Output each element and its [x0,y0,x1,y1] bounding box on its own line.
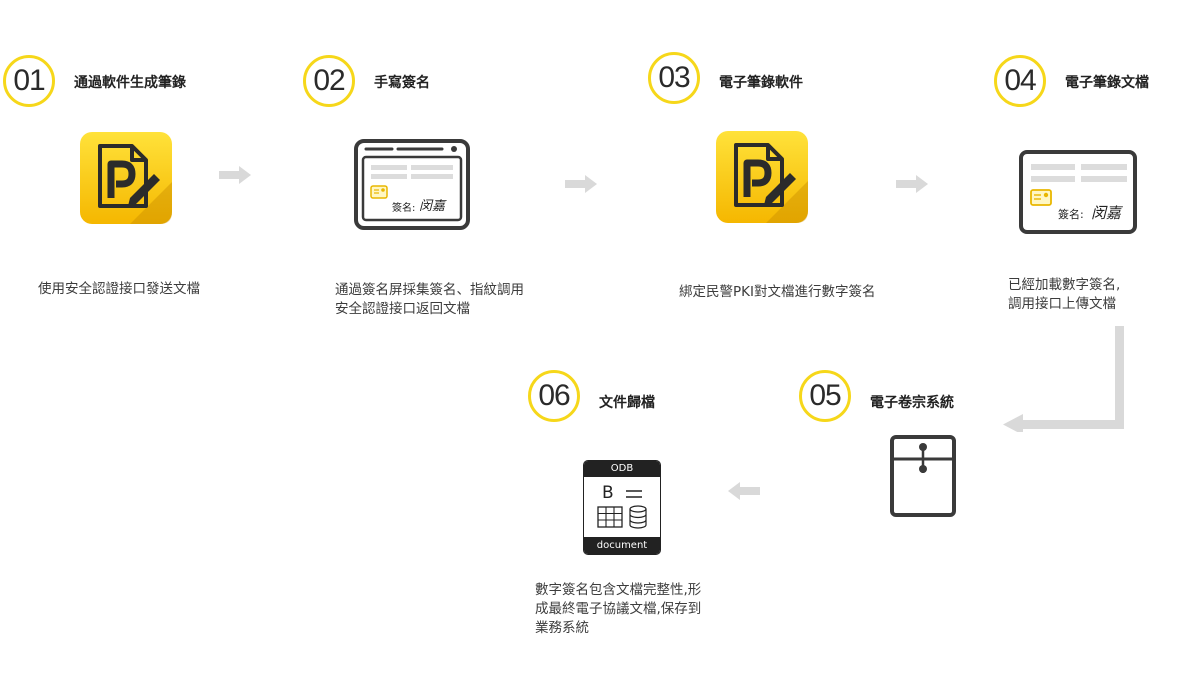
step-04-signature-label: 簽名: [1058,208,1084,221]
arrow-left-icon [728,482,760,500]
database-icon [629,505,647,529]
connector-arrow-icon [1003,326,1124,432]
signature-tablet-icon [354,139,470,230]
odb-letter: B [602,483,614,503]
step-06-description: 數字簽名包含文檔完整性,形 成最終電子協議文檔,保存到 業務系統 [535,582,702,636]
pen-document-app-icon [716,131,808,223]
step-05-title: 電子卷宗系統 [870,395,954,411]
step-03-title: 電子筆錄軟件 [719,75,803,91]
step-04-description: 已經加載數字簽名, 調用接口上傳文檔 [1008,277,1121,312]
step-05-number: 05 [799,370,851,422]
step-04-signature: 闵嘉 [1091,204,1122,222]
step-01-number: 01 [3,55,55,107]
step-02-description: 通過簽名屏採集簽名、指紋調用 安全認證接口返回文檔 [335,282,524,317]
step-02-title: 手寫簽名 [374,75,430,91]
step-02-signature: 闵嘉 [419,199,446,214]
signed-document-icon [1019,150,1137,234]
arrow-right-icon [565,175,597,193]
step-03-description: 綁定民警PKI對文檔進行數字簽名 [679,284,876,300]
step-02-number: 02 [303,55,355,107]
step-02-signature-label: 簽名: [392,203,416,214]
odb-document-label: document [584,537,660,554]
step-04-number: 04 [994,55,1046,107]
step-06-number: 06 [528,370,580,422]
case-folder-icon [890,435,956,517]
step-04-title: 電子筆錄文檔 [1065,75,1149,91]
step-06-title: 文件歸檔 [599,395,655,411]
odb-document-icon: ODB B document [583,460,661,555]
table-grid-icon [597,506,623,528]
arrow-right-icon [896,175,928,193]
odb-label: ODB [584,461,660,477]
step-03-number: 03 [648,52,700,104]
step-01-description: 使用安全認證接口發送文檔 [38,281,200,297]
pen-document-app-icon [80,132,172,224]
step-01-title: 通過軟件生成筆錄 [74,75,186,91]
odb-equals-icon [626,490,642,498]
arrow-right-icon [219,166,251,184]
